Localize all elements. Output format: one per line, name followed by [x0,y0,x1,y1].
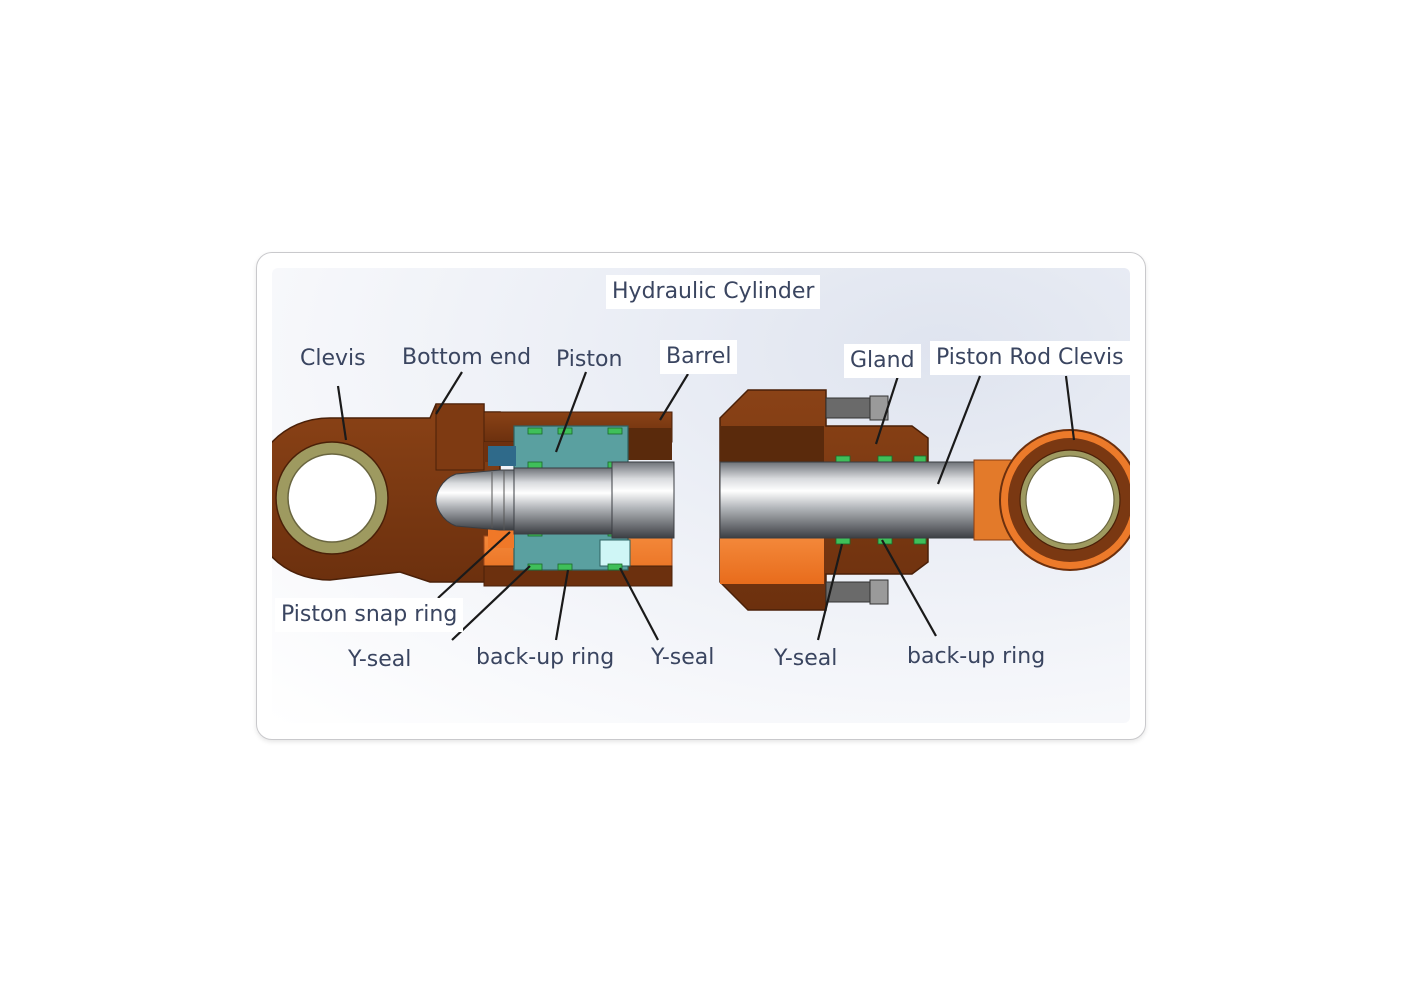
left-clevis-bore [287,453,377,543]
gland-bolts [825,395,889,605]
left-clevis [272,403,501,583]
leader-lines [336,371,1076,641]
label-y-seal-1: Y-seal [348,647,412,672]
label-bottom-end: Bottom end [402,345,532,370]
right-clevis [999,429,1130,571]
right-clevis-bore [1025,455,1115,545]
label-backup-ring-1: back-up ring [476,645,615,670]
label-y-seal-2: Y-seal [651,645,715,670]
label-piston: Piston [556,347,623,372]
label-clevis-left: Clevis [300,346,366,371]
label-gland: Gland [844,344,921,378]
right-rod-section [719,459,1015,541]
label-piston-rod: Piston Rod [930,341,1058,375]
label-backup-ring-2: back-up ring [907,644,1046,669]
label-piston-snap-ring: Piston snap ring [275,598,464,632]
diagram-title: Hydraulic Cylinder [606,275,821,309]
label-y-seal-3: Y-seal [774,646,838,671]
label-clevis-right: Clevis [1052,341,1130,375]
left-rod-section [435,461,675,539]
label-barrel: Barrel [660,340,738,374]
